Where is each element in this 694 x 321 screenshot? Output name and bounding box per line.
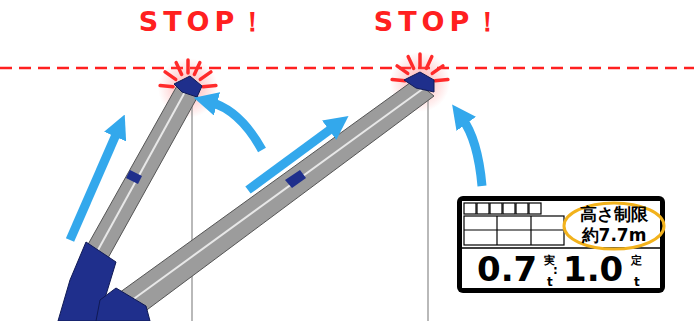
stop-burst [160, 54, 448, 87]
hook-wire [191, 96, 192, 321]
display-panel: 0.7実t:1.0定t高さ制限約7.7m [457, 196, 665, 293]
burst-stroke [203, 86, 216, 87]
load-value: t [634, 276, 640, 288]
burst-stroke [160, 86, 173, 87]
burst-stroke [426, 57, 431, 69]
load-value: 0.7 [477, 252, 537, 286]
motion-arrow [70, 102, 482, 240]
crane-boom [96, 72, 434, 321]
load-display-panel [457, 196, 665, 293]
burst-stroke [408, 57, 413, 69]
burst-stroke [432, 66, 443, 73]
load-value: : [553, 264, 558, 276]
burst-stroke [392, 80, 405, 81]
highlight-ellipse [564, 203, 664, 249]
stop-warning: STOP！ [139, 8, 272, 35]
height-limit-text: 約7.7m [582, 227, 647, 244]
height-limit-text: 高さ制限 [580, 206, 648, 223]
height-limit-line [0, 67, 694, 70]
burst-stroke [194, 63, 199, 75]
stop-warning: STOP！ [374, 8, 507, 35]
hook-wire [427, 90, 428, 321]
burst-stroke [200, 72, 211, 79]
height-limit-box: 高さ制限約7.7m [574, 204, 654, 248]
load-value: 1.0 [563, 252, 623, 286]
burst-stroke [435, 80, 448, 81]
burst-stroke [165, 72, 176, 79]
burst-stroke [397, 66, 408, 73]
burst-stroke [418, 54, 422, 67]
burst-stroke [176, 63, 181, 75]
burst-stroke [186, 60, 190, 73]
load-value: t [547, 276, 553, 288]
load-value: 定 [631, 255, 642, 266]
